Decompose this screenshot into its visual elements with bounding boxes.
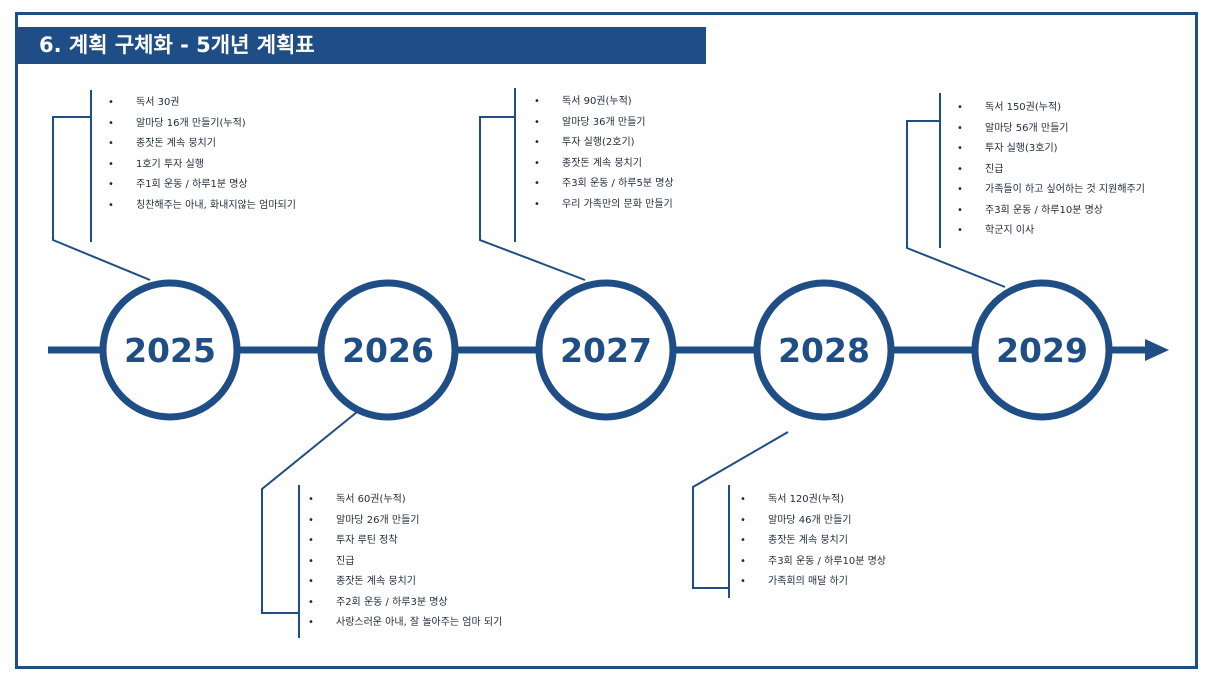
goal-item: 독서 30권	[108, 93, 296, 114]
connector-2028	[692, 431, 789, 589]
goal-item: 투자 실행(2호기)	[534, 133, 674, 154]
year-label: 2025	[124, 331, 216, 370]
year-circle	[971, 279, 1113, 421]
goal-item: 주3회 운동 / 하루5분 명상	[534, 174, 674, 195]
connector-2027	[479, 116, 586, 281]
goal-item: 종잣돈 계속 뭉치기	[308, 572, 502, 593]
connector-2025	[52, 116, 151, 281]
goal-item: 주1회 운동 / 하루1분 명상	[108, 175, 296, 196]
goal-list-2026: 독서 60권(누적) 알마당 26개 만들기 투자 루틴 정착 진급 종잣돈 계…	[308, 490, 502, 634]
year-node-2029: 2029	[971, 279, 1113, 421]
goal-item: 칭찬해주는 아내, 화내지않는 엄마되기	[108, 196, 296, 217]
connector-2029	[906, 120, 1006, 288]
goal-item: 주3회 운동 / 하루10분 명상	[740, 552, 886, 573]
goal-item: 투자 실행(3호기)	[957, 139, 1145, 160]
goal-item: 알마당 46개 만들기	[740, 511, 886, 532]
year-node-2027: 2027	[535, 279, 677, 421]
connector-2026	[261, 411, 358, 614]
goal-item: 우리 가족만의 문화 만들기	[534, 195, 674, 216]
goal-list-2029: 독서 150권(누적) 알마당 56개 만들기 투자 실행(3호기) 진급 가족…	[957, 98, 1145, 242]
goal-item: 독서 150권(누적)	[957, 98, 1145, 119]
goal-item: 진급	[957, 160, 1145, 181]
year-label: 2029	[996, 331, 1088, 370]
goal-item: 주3회 운동 / 하루10분 명상	[957, 201, 1145, 222]
year-node-2026: 2026	[317, 279, 459, 421]
goal-item: 독서 120권(누적)	[740, 490, 886, 511]
year-node-2028: 2028	[753, 279, 895, 421]
title-bar: 6. 계획 구체화 - 5개년 계획표	[17, 27, 706, 64]
goal-item: 투자 루틴 정착	[308, 531, 502, 552]
goal-item: 독서 90권(누적)	[534, 92, 674, 113]
goal-list-2025: 독서 30권 알마당 16개 만들기(누적) 종잣돈 계속 뭉치기 1호기 투자…	[108, 93, 296, 216]
year-label: 2026	[342, 331, 434, 370]
goal-item: 사랑스러운 아내, 잘 놀아주는 엄마 되기	[308, 613, 502, 634]
goal-item: 독서 60권(누적)	[308, 490, 502, 511]
goal-item: 알마당 36개 만들기	[534, 113, 674, 134]
goal-item: 알마당 26개 만들기	[308, 511, 502, 532]
goal-item: 가족회의 매달 하기	[740, 572, 886, 593]
goal-item: 진급	[308, 552, 502, 573]
goal-item: 종잣돈 계속 뭉치기	[534, 154, 674, 175]
goal-item: 학군지 이사	[957, 221, 1145, 242]
page-title: 6. 계획 구체화 - 5개년 계획표	[39, 33, 315, 57]
goal-item: 1호기 투자 실행	[108, 155, 296, 176]
year-circle	[535, 279, 677, 421]
year-circle	[317, 279, 459, 421]
year-circle	[753, 279, 895, 421]
goal-item: 종잣돈 계속 뭉치기	[740, 531, 886, 552]
goal-item: 주2회 운동 / 하루3분 명상	[308, 593, 502, 614]
goal-list-2028: 독서 120권(누적) 알마당 46개 만들기 종잣돈 계속 뭉치기 주3회 운…	[740, 490, 886, 593]
goal-item: 알마당 16개 만들기(누적)	[108, 114, 296, 135]
goal-item: 가족들이 하고 싶어하는 것 지원해주기	[957, 180, 1145, 201]
goal-item: 알마당 56개 만들기	[957, 119, 1145, 140]
arrow-right-icon	[1145, 339, 1169, 361]
year-node-2025: 2025	[99, 279, 241, 421]
year-label: 2027	[560, 331, 652, 370]
year-label: 2028	[778, 331, 870, 370]
year-circle	[99, 279, 241, 421]
goal-list-2027: 독서 90권(누적) 알마당 36개 만들기 투자 실행(2호기) 종잣돈 계속…	[534, 92, 674, 215]
slide-frame	[15, 12, 1198, 669]
goal-item: 종잣돈 계속 뭉치기	[108, 134, 296, 155]
